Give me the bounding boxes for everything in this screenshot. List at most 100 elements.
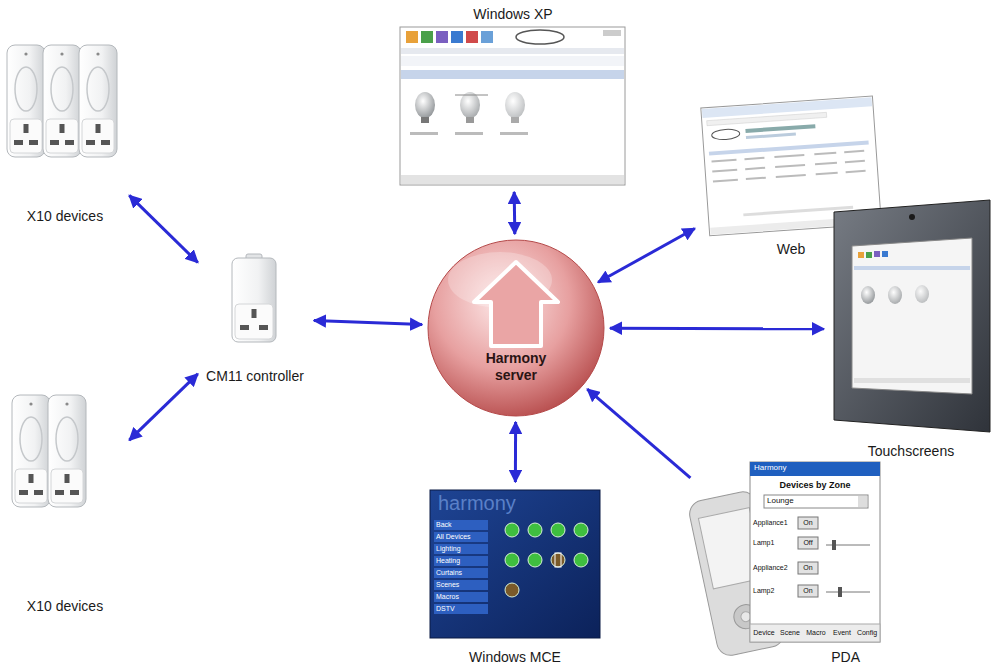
client-node: Web — [700, 92, 882, 258]
screen-text: On — [798, 519, 818, 527]
controller-node: CM11 controller — [202, 252, 308, 385]
screen-text: Appliance1 — [753, 519, 797, 527]
screen-text: Back — [436, 521, 488, 529]
client-node: Windows XP — [400, 6, 626, 186]
touchscreen-picture-part — [909, 214, 915, 220]
pda-picture-part-part — [798, 517, 818, 529]
pda-picture-part — [764, 495, 868, 508]
windows-mce-screenshot-part-part — [434, 520, 488, 530]
screen-text: Devices by Zone — [752, 481, 878, 491]
pda-picture-part — [838, 587, 842, 597]
windows-xp-screenshot-part — [401, 48, 624, 54]
screen-text: Device — [751, 629, 777, 637]
windows-mce-screenshot-part-part — [505, 553, 519, 567]
windows-xp-screenshot-part — [500, 132, 528, 135]
windows-mce-screenshot-part — [555, 553, 561, 567]
web-browser-screenshot-part-part — [712, 169, 737, 173]
connector-arrow — [129, 374, 198, 440]
harmony-server-sphere-part — [428, 240, 604, 416]
windows-xp-screenshot-part — [410, 132, 438, 135]
pda-picture-part — [798, 517, 818, 597]
pda-picture-part-part — [798, 537, 818, 549]
windows-xp-screenshot-part — [401, 175, 624, 184]
touchscreen-picture-part — [854, 378, 970, 383]
x10-devices-bottom-part — [12, 395, 50, 507]
x10-devices-top-part — [43, 45, 81, 157]
x10-devices-bottom-part — [48, 395, 86, 507]
web-browser-screenshot-part-part — [846, 170, 866, 173]
windows-xp-screenshot-part — [421, 31, 433, 43]
web-browser-screenshot-part — [707, 112, 827, 125]
touchscreen-picture-part — [882, 251, 888, 257]
touchscreen-picture-part — [861, 286, 875, 304]
x10-devices-top — [7, 45, 117, 157]
screen-text: Scene — [777, 629, 803, 637]
windows-xp-screenshot-part — [481, 31, 493, 43]
windows-mce-screenshot-part-part — [574, 523, 588, 537]
windows-mce-screenshot-part-part — [434, 592, 488, 602]
screen-text: Heating — [436, 557, 488, 565]
screen-text: Appliance2 — [753, 564, 797, 572]
touchscreen-picture-part — [874, 251, 880, 257]
client-node: Touchscreens — [830, 198, 992, 460]
windows-mce-screenshot-part-part — [434, 544, 488, 554]
web-browser-screenshot-part-part — [744, 157, 764, 160]
pda-picture-part — [750, 624, 880, 642]
windows-xp-screenshot-part — [451, 31, 463, 43]
windows-mce-screenshot-part-part — [551, 553, 565, 567]
node-caption: PDA — [831, 649, 860, 666]
windows-xp-screenshot-part — [401, 56, 624, 66]
server-label: Harmony server — [476, 350, 556, 384]
web-browser-screenshot-part-part — [845, 160, 865, 163]
pda-picture-part — [750, 462, 880, 642]
web-browser-screenshot-part-part — [774, 154, 804, 158]
screen-text: On — [798, 564, 818, 572]
connector-arrow — [514, 422, 517, 482]
windows-xp-screenshot-part — [415, 92, 435, 118]
windows-xp-screenshot-part — [460, 92, 480, 118]
connector-arrow — [513, 192, 517, 234]
connector-arrow — [610, 327, 824, 331]
touchscreen-picture-part — [888, 286, 902, 304]
windows-xp-screenshot-part — [466, 31, 478, 43]
screen-text: Lamp1 — [753, 539, 797, 547]
touchscreen-picture-part — [858, 252, 864, 258]
connector-arrow — [129, 195, 198, 262]
pda-picture — [687, 462, 880, 658]
screen-text: Event — [829, 629, 855, 637]
node-caption: X10 devices — [27, 598, 103, 615]
web-browser-screenshot-part-part — [713, 179, 738, 183]
web-browser-screenshot-part-part — [746, 177, 766, 180]
windows-xp-screenshot-part — [406, 31, 418, 43]
connector-arrow — [587, 389, 690, 478]
screen-text: Curtains — [436, 569, 488, 577]
windows-mce-screenshot-part-part — [434, 532, 488, 542]
screen-text: All Devices — [436, 533, 488, 541]
screen-text: Scenes — [436, 581, 488, 589]
windows-xp-screenshot-part — [436, 31, 448, 43]
harmony-server-sphere — [428, 240, 604, 416]
windows-mce-screenshot-part-part — [434, 556, 488, 566]
windows-xp-screenshot — [400, 27, 625, 185]
screen-text: Off — [798, 539, 818, 547]
web-browser-screenshot-part-part — [816, 172, 838, 176]
pda-picture-part — [750, 462, 880, 476]
windows-xp-screenshot-part — [603, 30, 621, 36]
pda-picture-part — [858, 496, 867, 507]
cm11-controller-picture-part — [252, 309, 257, 318]
connector-arrow — [314, 321, 422, 325]
pda-picture-part — [826, 592, 870, 593]
web-browser-screenshot-part-part — [815, 162, 837, 166]
x10-devices-top-part — [7, 45, 45, 157]
web-browser-screenshot-part — [745, 124, 815, 133]
windows-mce-screenshot — [430, 490, 600, 638]
windows-mce-screenshot-part — [434, 520, 488, 614]
web-browser-screenshot-part-part — [775, 164, 805, 168]
node-caption: Web — [777, 241, 806, 258]
screen-text: Lounge — [767, 497, 847, 506]
windows-xp-screenshot-part — [400, 27, 625, 185]
windows-mce-screenshot-part-part — [528, 553, 542, 567]
